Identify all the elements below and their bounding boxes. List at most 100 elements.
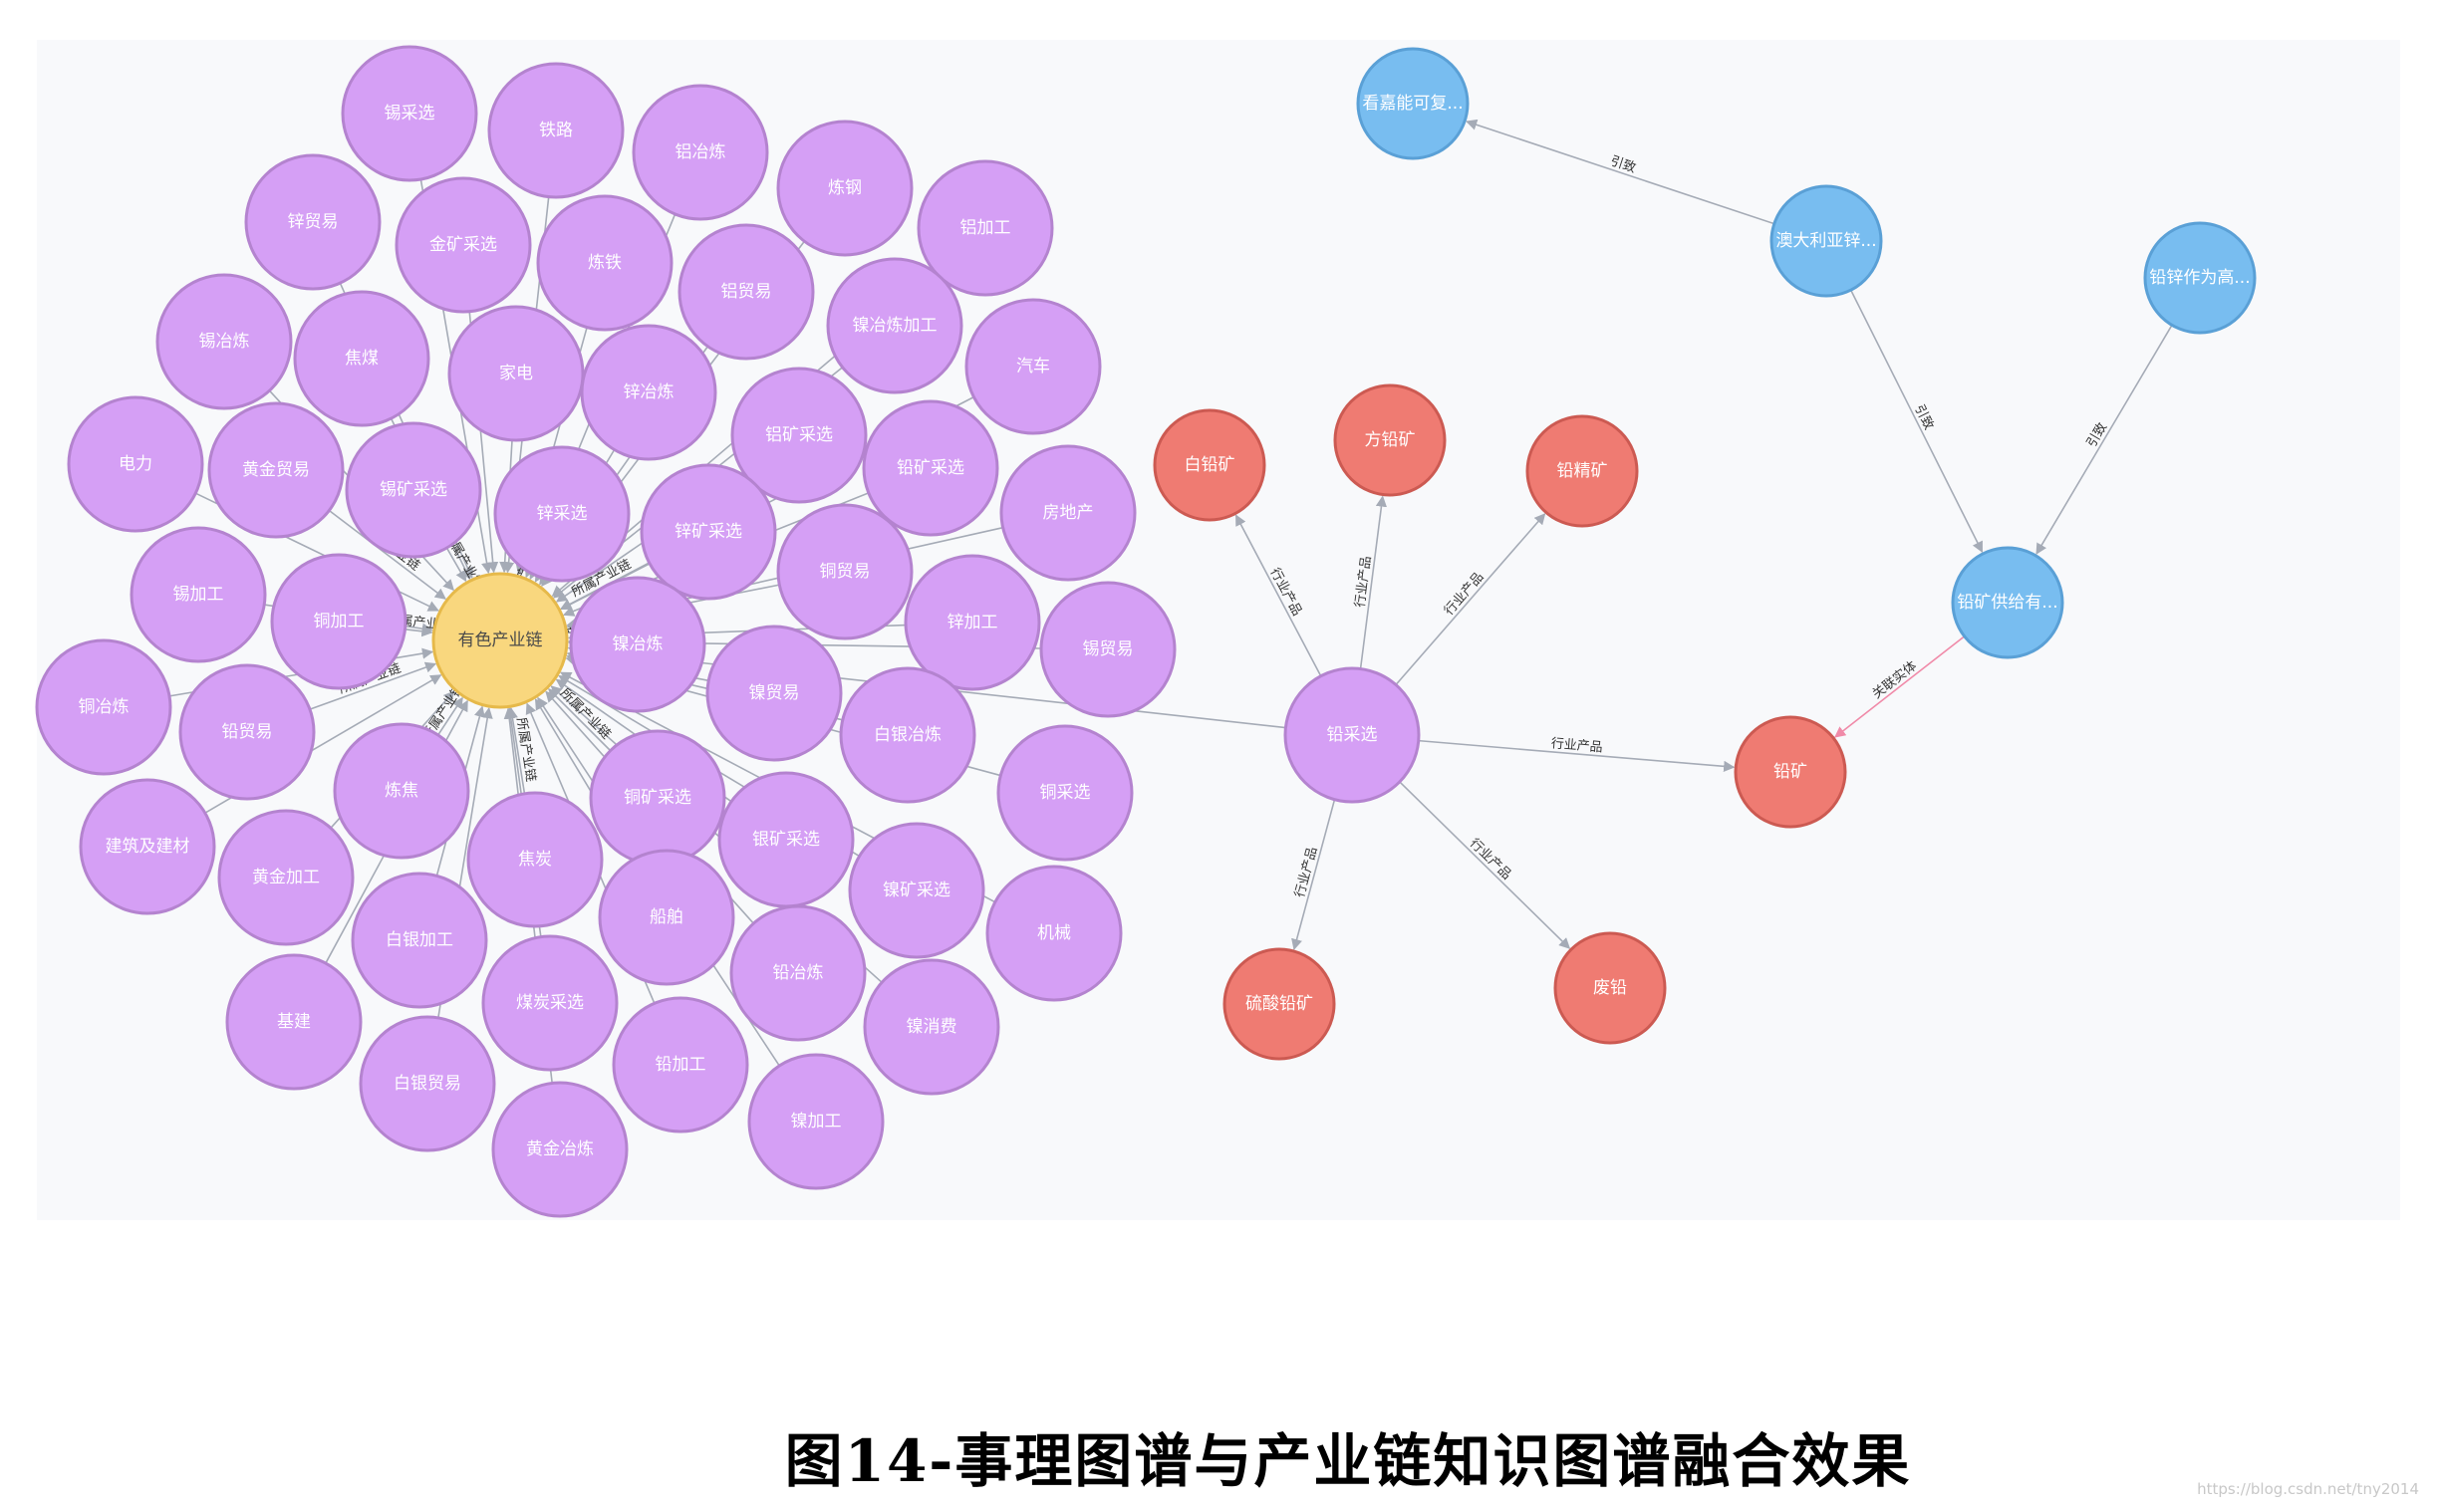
node-circle[interactable] xyxy=(776,503,914,640)
node-circle[interactable] xyxy=(580,324,717,461)
node-industry[interactable]: 铝贸易 xyxy=(677,223,815,361)
node-circle[interactable] xyxy=(839,666,976,804)
node-circle[interactable] xyxy=(705,625,843,762)
node-circle[interactable] xyxy=(640,463,777,601)
node-event[interactable]: 澳大利亚锌... xyxy=(1769,184,1883,298)
node-circle[interactable] xyxy=(1951,546,2064,659)
node-circle[interactable] xyxy=(481,934,619,1072)
node-industry[interactable]: 白银加工 xyxy=(351,872,488,1009)
node-circle[interactable] xyxy=(244,153,382,291)
node-circle[interactable] xyxy=(491,1081,629,1218)
node-circle[interactable] xyxy=(207,401,345,539)
node-circle[interactable] xyxy=(431,572,569,709)
node-industry[interactable]: 汽车 xyxy=(964,298,1102,435)
node-event[interactable]: 看嘉能可复... xyxy=(1356,47,1470,160)
node-industry[interactable]: 黄金贸易 xyxy=(207,401,345,539)
node-circle[interactable] xyxy=(1283,666,1421,804)
node-circle[interactable] xyxy=(536,194,674,332)
node-circle[interactable] xyxy=(632,84,769,221)
node-product[interactable]: 废铅 xyxy=(1553,931,1667,1045)
node-circle[interactable] xyxy=(1553,931,1667,1045)
node-circle[interactable] xyxy=(1769,184,1883,298)
node-circle[interactable] xyxy=(677,223,815,361)
node-circle[interactable] xyxy=(985,865,1123,1002)
node-circle[interactable] xyxy=(225,953,363,1091)
node-circle[interactable] xyxy=(217,809,355,946)
node-industry[interactable]: 银矿采选 xyxy=(717,771,855,908)
node-circle[interactable] xyxy=(395,176,532,314)
node-circle[interactable] xyxy=(493,445,631,583)
node-circle[interactable] xyxy=(1039,581,1177,718)
node-industry[interactable]: 锌加工 xyxy=(904,554,1041,691)
node-circle[interactable] xyxy=(155,273,293,410)
node-industry[interactable]: 锡冶炼 xyxy=(155,273,293,410)
node-circle[interactable] xyxy=(2143,221,2257,335)
node-circle[interactable] xyxy=(569,576,706,713)
node-product[interactable]: 硫酸铅矿 xyxy=(1222,947,1336,1061)
node-circle[interactable] xyxy=(996,724,1134,862)
node-industry[interactable]: 铅采选 xyxy=(1283,666,1421,804)
node-industry[interactable]: 铁路 xyxy=(487,62,625,199)
node-circle[interactable] xyxy=(1734,715,1847,829)
node-industry[interactable]: 锡加工 xyxy=(130,526,267,663)
node-circle[interactable] xyxy=(270,553,407,690)
node-industry[interactable]: 铜加工 xyxy=(270,553,407,690)
node-center[interactable]: 有色产业链 xyxy=(431,572,569,709)
node-circle[interactable] xyxy=(178,663,316,801)
node-circle[interactable] xyxy=(862,399,999,537)
node-industry[interactable]: 黄金加工 xyxy=(217,809,355,946)
node-industry[interactable]: 铅贸易 xyxy=(178,663,316,801)
node-circle[interactable] xyxy=(863,958,1000,1096)
node-industry[interactable]: 铝冶炼 xyxy=(632,84,769,221)
node-circle[interactable] xyxy=(1222,947,1336,1061)
node-circle[interactable] xyxy=(999,444,1137,582)
node-circle[interactable] xyxy=(466,791,604,928)
node-industry[interactable]: 焦炭 xyxy=(466,791,604,928)
node-circle[interactable] xyxy=(964,298,1102,435)
node-circle[interactable] xyxy=(487,62,625,199)
node-industry[interactable]: 电力 xyxy=(67,395,204,533)
node-circle[interactable] xyxy=(730,367,868,504)
node-industry[interactable]: 铝矿采选 xyxy=(730,367,868,504)
node-industry[interactable]: 铅加工 xyxy=(612,996,749,1134)
node-circle[interactable] xyxy=(1153,408,1266,522)
node-industry[interactable]: 黄金冶炼 xyxy=(491,1081,629,1218)
node-industry[interactable]: 镍贸易 xyxy=(705,625,843,762)
node-industry[interactable]: 炼焦 xyxy=(333,722,470,860)
node-industry[interactable]: 焦煤 xyxy=(293,290,430,427)
node-circle[interactable] xyxy=(747,1053,885,1190)
node-industry[interactable]: 煤炭采选 xyxy=(481,934,619,1072)
node-circle[interactable] xyxy=(612,996,749,1134)
node-circle[interactable] xyxy=(776,120,914,257)
node-industry[interactable]: 镍矿采选 xyxy=(848,822,985,959)
node-event[interactable]: 铅锌作为高... xyxy=(2143,221,2257,335)
node-circle[interactable] xyxy=(1356,47,1470,160)
node-industry[interactable]: 建筑及建材 xyxy=(79,778,216,915)
node-product[interactable]: 铅矿 xyxy=(1734,715,1847,829)
node-circle[interactable] xyxy=(447,305,585,442)
node-product[interactable]: 方铅矿 xyxy=(1333,383,1447,497)
node-circle[interactable] xyxy=(826,257,963,394)
node-circle[interactable] xyxy=(1525,414,1639,528)
node-circle[interactable] xyxy=(598,849,735,986)
node-industry[interactable]: 镍冶炼 xyxy=(569,576,706,713)
node-industry[interactable]: 镍冶炼加工 xyxy=(826,257,963,394)
node-industry[interactable]: 铝加工 xyxy=(917,159,1054,297)
node-circle[interactable] xyxy=(333,722,470,860)
node-circle[interactable] xyxy=(79,778,216,915)
node-circle[interactable] xyxy=(345,421,482,559)
node-circle[interactable] xyxy=(130,526,267,663)
node-circle[interactable] xyxy=(35,638,172,776)
node-product[interactable]: 铅精矿 xyxy=(1525,414,1639,528)
node-industry[interactable]: 镍加工 xyxy=(747,1053,885,1190)
node-circle[interactable] xyxy=(359,1015,496,1152)
node-circle[interactable] xyxy=(1333,383,1447,497)
node-industry[interactable]: 铅矿采选 xyxy=(862,399,999,537)
node-industry[interactable]: 金矿采选 xyxy=(395,176,532,314)
node-circle[interactable] xyxy=(904,554,1041,691)
node-circle[interactable] xyxy=(351,872,488,1009)
node-industry[interactable]: 铜冶炼 xyxy=(35,638,172,776)
node-industry[interactable]: 锌采选 xyxy=(493,445,631,583)
node-industry[interactable]: 机械 xyxy=(985,865,1123,1002)
node-industry[interactable]: 铜贸易 xyxy=(776,503,914,640)
